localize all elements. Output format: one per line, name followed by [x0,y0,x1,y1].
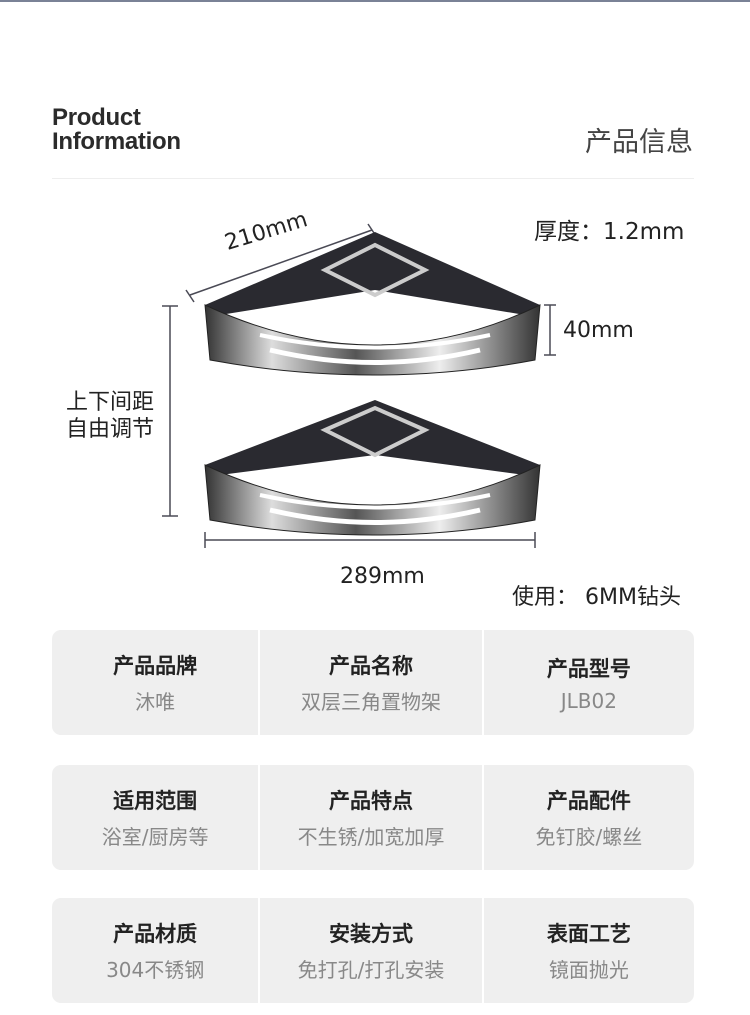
spec-value: 双层三角置物架 [301,690,442,714]
spec-material: 产品材质 304不锈钢 [52,898,258,1003]
title-line-1: Product [52,104,141,131]
top-border [0,0,750,2]
spec-usage: 适用范围浴室/厨房等 [52,765,258,870]
spec-card-row-1: 产品品牌沐唯 产品名称双层三角置物架 产品型号 JLB02 [52,630,694,735]
spec-value: 沐唯 [135,690,176,714]
title-chinese: 产品信息 [585,127,693,158]
spec-name: 产品名称双层三角置物架 [258,630,481,735]
title-english: Product Information [52,106,181,154]
spec-installation: 安装方式免打孔/打孔安装 [258,898,481,1003]
divider [52,178,694,179]
height-label: 40mm [563,318,634,343]
shelf-bottom [204,400,541,536]
spec-key: 产品品牌 [113,654,198,678]
spec-features: 产品特点不生锈/加宽加厚 [258,765,481,870]
spec-key: 产品型号 [546,656,631,681]
shelf-top [204,232,541,376]
spec-key: 产品材质 [113,922,198,946]
spec-value: 浴室/厨房等 [101,825,209,849]
spec-card-row-2: 适用范围浴室/厨房等 产品特点不生锈/加宽加厚 产品配件免钉胶/螺丝 [52,765,694,870]
spacing-label-2: 自由调节 [66,417,155,442]
spec-model: 产品型号 JLB02 [481,630,694,735]
spec-value: 免打孔/打孔安装 [297,958,445,982]
width-label: 289mm [340,564,425,589]
spec-key: 产品配件 [546,789,631,813]
spec-value: JLB02 [560,688,617,713]
spec-brand: 产品品牌沐唯 [52,630,258,735]
spec-key: 安装方式 [329,922,414,946]
spec-value: 镜面抛光 [548,958,629,982]
spec-accessories: 产品配件免钉胶/螺丝 [481,765,694,870]
thickness-label: 厚度：1.2mm [534,219,685,245]
spec-key: 产品特点 [329,789,414,813]
spec-key: 表面工艺 [546,922,631,946]
drill-label: 使用： 6MM钻头 [512,585,681,610]
spec-key: 产品名称 [329,654,414,678]
spec-finish: 表面工艺镜面抛光 [481,898,694,1003]
spec-value: 免钉胶/螺丝 [535,825,643,849]
title-line-2: Information [52,128,181,155]
spacing-label-1: 上下间距 [66,390,155,415]
spec-key: 适用范围 [113,789,198,813]
spec-card-row-3: 产品材质 304不锈钢 安装方式免打孔/打孔安装 表面工艺镜面抛光 [52,898,694,1003]
spec-value: 不生锈/加宽加厚 [297,825,445,849]
shelf-illustration [162,223,556,548]
dimension-lines [162,223,556,548]
spec-value: 304不锈钢 [106,958,205,982]
